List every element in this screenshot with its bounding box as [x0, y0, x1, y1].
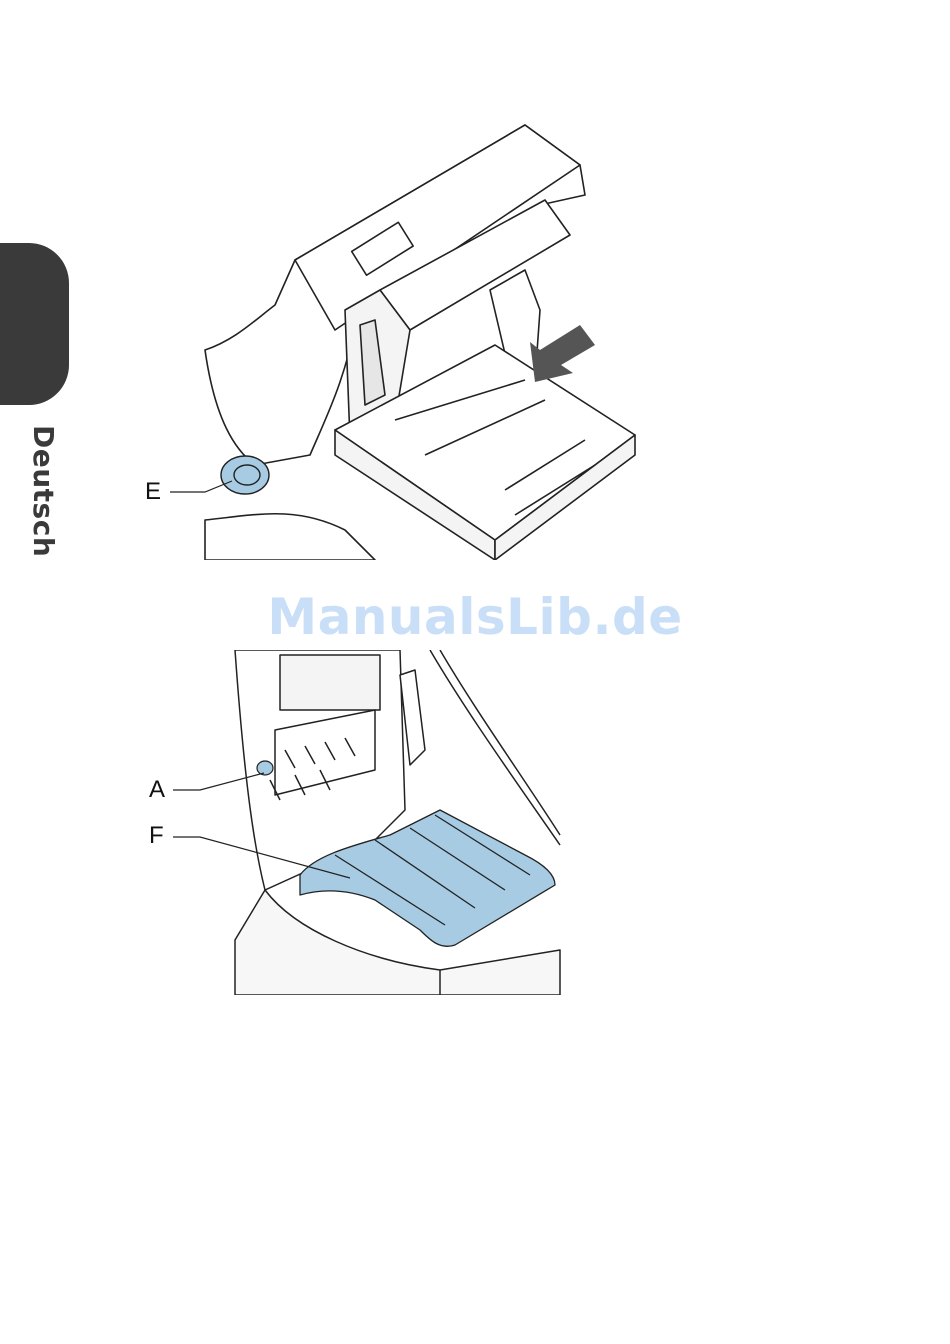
- language-tab-label: Deutsch: [16, 425, 60, 555]
- watermark-text: ManualsLib.de: [0, 588, 950, 646]
- machine-interior-illustration: [225, 650, 565, 995]
- part-a-knob: [257, 761, 273, 775]
- arrow-icon: [530, 325, 595, 382]
- language-tab: [0, 243, 69, 405]
- callout-label-f: F: [149, 822, 164, 850]
- machine-open-cover-illustration: [195, 120, 640, 560]
- part-e-wheel: [221, 456, 269, 494]
- callout-label-a: A: [149, 776, 165, 804]
- callout-label-e: E: [145, 478, 161, 506]
